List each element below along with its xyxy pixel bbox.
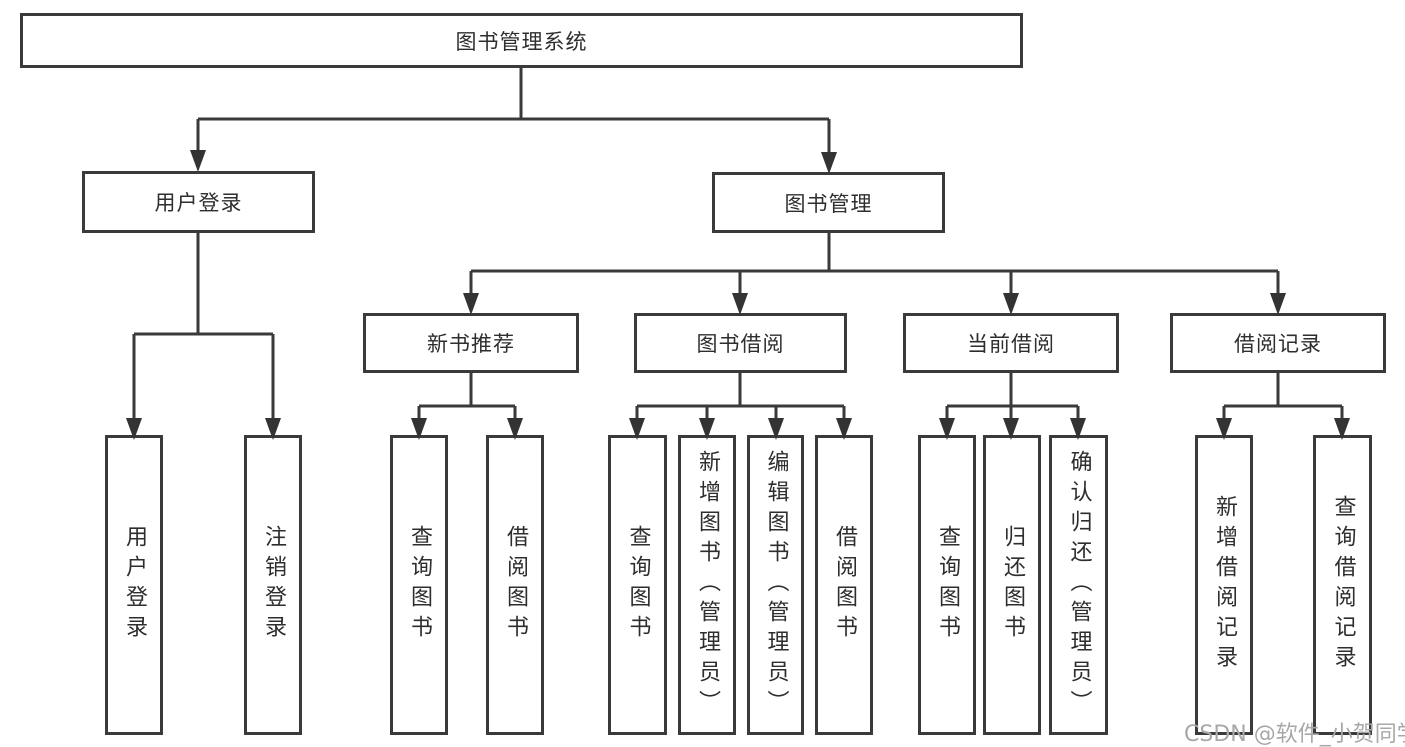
edge-book-mgmt-children <box>469 233 1280 310</box>
node-bb-edit-books: 编辑图书（管理员） <box>747 435 804 735</box>
node-book-borrow: 图书借阅 <box>634 313 847 373</box>
node-bb-borrow-books: 借阅图书 <box>815 435 873 735</box>
csdn-watermark: CSDN @软件_小贺同学 <box>1184 722 1405 747</box>
node-new-book-rec-label: 新书推荐 <box>427 332 515 356</box>
arrowhead <box>1270 293 1286 315</box>
node-cb-query-books: 查询图书 <box>918 435 976 735</box>
node-root: 图书管理系统 <box>20 13 1023 68</box>
edge-current-borrow-children <box>945 373 1080 432</box>
node-user-login-label: 用户登录 <box>154 191 243 215</box>
arrowhead <box>732 293 748 315</box>
node-cb-return-books: 归还图书 <box>983 435 1041 735</box>
node-current-borrow-label: 当前借阅 <box>967 332 1055 356</box>
node-book-mgmt-label: 图书管理 <box>784 191 873 216</box>
node-rec-query-books: 查询图书 <box>390 435 448 735</box>
node-leaf-user-login: 用户登录 <box>105 435 163 735</box>
node-new-book-rec: 新书推荐 <box>363 313 579 373</box>
edges <box>132 68 1344 432</box>
node-current-borrow: 当前借阅 <box>903 313 1119 373</box>
node-cb-confirm-return: 确认归还（管理员） <box>1049 435 1108 735</box>
node-borrow-records-label: 借阅记录 <box>1234 332 1322 356</box>
node-bb-add-books-label: 新增图书（管理员） <box>695 450 720 720</box>
edge-root-children <box>196 68 831 170</box>
node-bb-add-books: 新增图书（管理员） <box>678 435 736 735</box>
node-br-add-record: 新增借阅记录 <box>1195 435 1253 735</box>
node-leaf-user-login-label: 用户登录 <box>122 525 147 645</box>
node-root-label: 图书管理系统 <box>455 29 588 54</box>
node-br-query-record-label: 查询借阅记录 <box>1330 495 1356 675</box>
node-bb-query-books: 查询图书 <box>608 435 667 735</box>
node-borrow-records: 借阅记录 <box>1170 313 1386 373</box>
node-br-query-record: 查询借阅记录 <box>1313 435 1372 735</box>
edge-new-book-rec-children <box>417 373 517 432</box>
node-user-login: 用户登录 <box>82 171 315 233</box>
edge-borrow-records-children <box>1222 373 1344 432</box>
node-bb-borrow-books-label: 借阅图书 <box>832 525 857 645</box>
arrowhead <box>463 293 479 315</box>
node-bb-query-books-label: 查询图书 <box>625 525 651 645</box>
node-book-mgmt: 图书管理 <box>712 172 945 233</box>
node-cb-query-books-label: 查询图书 <box>935 525 960 645</box>
node-bb-edit-books-label: 编辑图书（管理员） <box>763 450 789 720</box>
node-leaf-logout-label: 注销登录 <box>261 525 286 645</box>
arrowhead <box>1003 293 1019 315</box>
edge-book-borrow-children <box>635 373 846 432</box>
node-cb-return-books-label: 归还图书 <box>1000 525 1025 645</box>
node-rec-query-books-label: 查询图书 <box>407 525 432 645</box>
node-cb-confirm-return-label: 确认归还（管理员） <box>1066 450 1092 720</box>
node-rec-borrow-books-label: 借阅图书 <box>503 525 528 645</box>
node-rec-borrow-books: 借阅图书 <box>486 435 544 735</box>
node-leaf-logout: 注销登录 <box>244 435 302 735</box>
node-book-borrow-label: 图书借阅 <box>696 332 785 356</box>
arrowhead <box>190 150 206 172</box>
arrowhead <box>821 152 837 174</box>
edge-user-login-children <box>132 233 275 432</box>
node-br-add-record-label: 新增借阅记录 <box>1212 495 1237 675</box>
